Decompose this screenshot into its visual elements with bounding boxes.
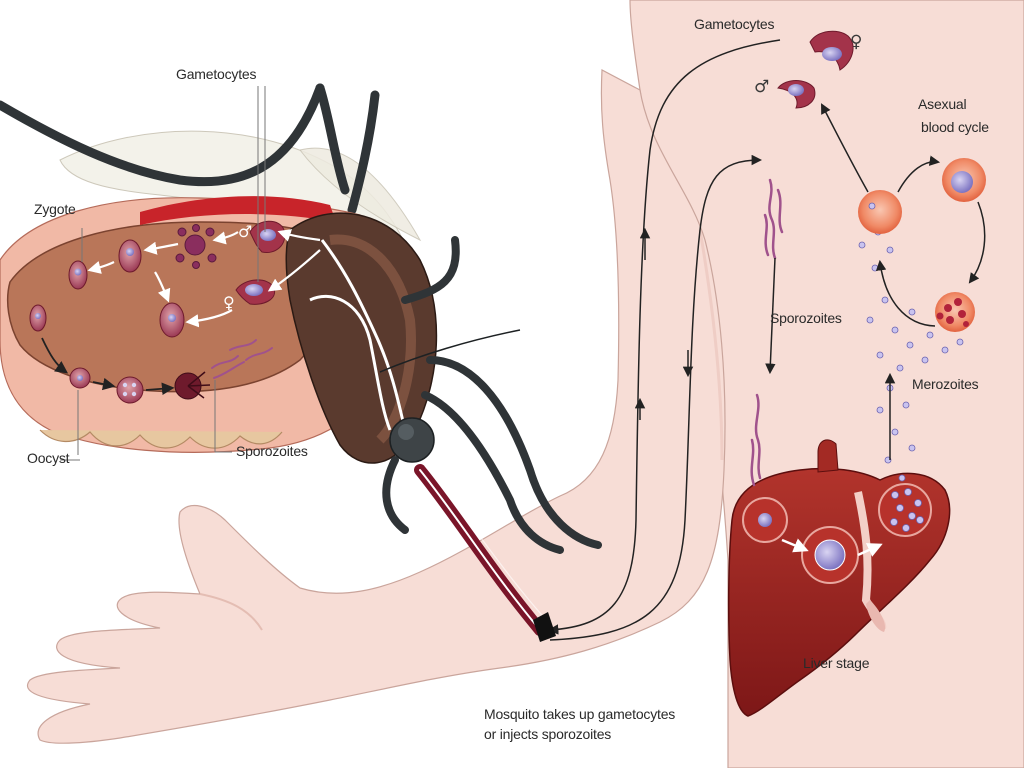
sporozoites-mosquito-icon <box>211 339 273 379</box>
zygote-cells <box>29 239 185 338</box>
liver-stage-cells <box>742 483 932 584</box>
female-symbol-human: ♀ <box>850 32 863 52</box>
label-gametocytes-human: Gametocytes <box>694 16 775 32</box>
caption-line-2: or injects sporozoites <box>484 726 612 742</box>
label-asexual: Asexual <box>918 96 967 112</box>
female-symbol-mosquito: ♀ <box>223 293 235 312</box>
label-merozoites: Merozoites <box>912 376 979 392</box>
label-liver-stage: Liver stage <box>803 655 870 671</box>
label-oocyst: Oocyst <box>27 450 70 466</box>
sporozoites-human-icon <box>750 178 784 487</box>
gametocytes-human-icon <box>777 30 854 109</box>
male-symbol-mosquito: ♂ <box>238 222 253 241</box>
caption-line-1: Mosquito takes up gametocytes <box>484 706 676 722</box>
asexual-blood-cycle <box>821 103 986 460</box>
leader-lines <box>60 86 266 461</box>
male-symbol-human: ♂ <box>754 77 770 97</box>
oocyst-cells <box>69 367 211 404</box>
mosquito-head <box>389 417 435 463</box>
gametocytes-mosquito-cells <box>175 220 286 305</box>
label-sporozoites-mosquito: Sporozoites <box>236 443 308 459</box>
label-sporozoites-human: Sporozoites <box>770 310 842 326</box>
human-arm <box>27 69 726 744</box>
label-gametocytes-mosquito: Gametocytes <box>176 66 257 82</box>
mosquito-gut-stages <box>29 220 321 404</box>
transmission-arrows <box>547 39 781 641</box>
label-zygote: Zygote <box>34 201 76 217</box>
label-blood-cycle: blood cycle <box>921 119 989 135</box>
